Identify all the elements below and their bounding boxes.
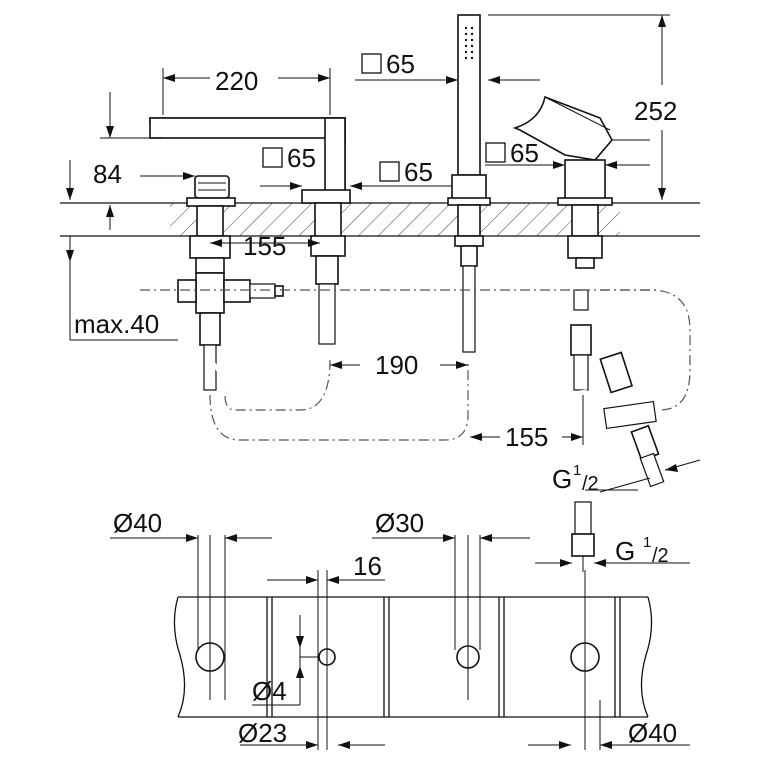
dim-84: 84 (93, 159, 122, 189)
dim-hole-40-right: Ø40 (628, 718, 677, 748)
dim-square-65-lever: 65 (485, 138, 539, 168)
dim-hole-40-left: Ø40 (113, 508, 162, 538)
hose-routing (140, 289, 691, 441)
dimension-labels-top: 220 84 252 max.40 155 190 155 65 65 65 6… (74, 49, 677, 495)
dim-155-right: 155 (505, 422, 548, 452)
dim-hole-23: Ø23 (238, 718, 287, 748)
diverter-knob (177, 175, 284, 391)
dim-220: 220 (215, 66, 258, 96)
dim-max-40: max.40 (74, 309, 159, 339)
lever-mixer (512, 95, 665, 488)
dim-square-65-handshower: 65 (361, 49, 415, 79)
dimension-labels-bottom: Ø40 Ø30 16 Ø4 Ø23 Ø40 G 1 /2 (113, 508, 677, 748)
dimension-lines-top (66, 14, 701, 493)
svg-text:1: 1 (643, 534, 651, 551)
dim-hole-4: Ø4 (252, 676, 287, 706)
dim-hole-30: Ø30 (375, 508, 424, 538)
dim-square-65-spout: 65 (262, 143, 316, 173)
svg-text:/2: /2 (652, 545, 669, 567)
connection-hose-bottom (571, 501, 595, 572)
dim-square-65-middle: 65 (379, 157, 433, 187)
svg-text:1: 1 (573, 462, 581, 479)
handshower (447, 14, 491, 353)
thread-label-top: G 1 /2 (552, 462, 599, 495)
svg-text:G: G (615, 536, 635, 566)
deck-section (60, 202, 700, 237)
dim-190: 190 (375, 350, 418, 380)
bath-spout (149, 117, 351, 345)
dim-252: 252 (634, 96, 677, 126)
dim-hole-16: 16 (353, 551, 382, 581)
dim-155-left: 155 (243, 231, 286, 261)
svg-text:65: 65 (287, 143, 316, 173)
dimension-lines-bottom (110, 534, 690, 749)
svg-text:65: 65 (404, 157, 433, 187)
svg-text:G: G (552, 464, 572, 494)
svg-text:/2: /2 (582, 473, 599, 495)
svg-text:65: 65 (386, 49, 415, 79)
svg-text:65: 65 (510, 138, 539, 168)
thread-label-bottom: G 1 /2 (615, 534, 669, 567)
deck-plan (173, 535, 653, 750)
